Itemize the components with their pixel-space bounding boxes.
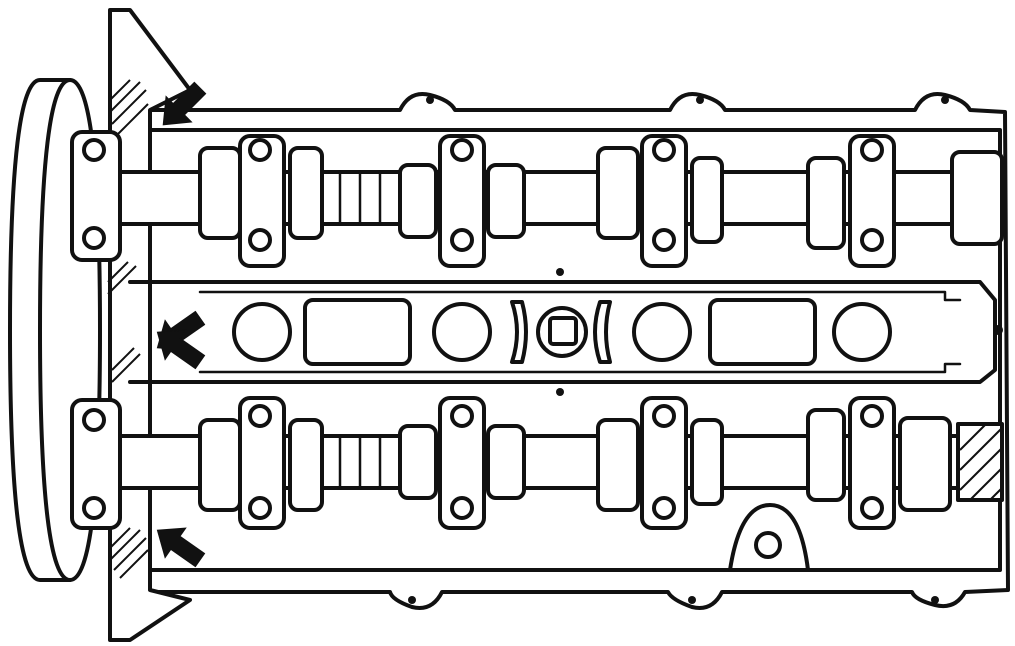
exhaust-bearing-caps (70, 396, 896, 530)
bolt-hole (426, 96, 434, 104)
bolt-hole (408, 596, 416, 604)
intake-bearing-caps (70, 130, 896, 268)
spark-plug-well (432, 302, 492, 362)
sealant-arrows (156, 81, 207, 568)
bolt-hole (688, 596, 696, 604)
gasket-outline (148, 92, 1010, 610)
arrow-center-lower (156, 329, 206, 370)
lower-boss (728, 503, 810, 572)
bolt-hole (941, 96, 949, 104)
arrow-upper-gasket-corner (162, 81, 207, 126)
bolt-hole (556, 268, 564, 276)
spark-plug-well (632, 302, 692, 362)
bolt-hole (696, 96, 704, 104)
bolt-hole (556, 388, 564, 396)
intake-cam-lobes (198, 146, 1004, 250)
exhaust-cam-lobes (198, 408, 952, 512)
sealant-zone-upper (109, 79, 149, 135)
sealant-zone-center (107, 261, 141, 383)
exhaust-camshaft-end-hatched (956, 422, 1004, 502)
arrow-lower-gasket-corner (156, 527, 206, 568)
spark-plug-well (832, 302, 892, 362)
front-seal-ring-inner (38, 78, 72, 582)
sealant-zone-lower (109, 527, 149, 579)
bolt-hole (931, 596, 939, 604)
spark-plug-rail (128, 280, 997, 384)
head-inner-outline (128, 128, 1002, 572)
spark-plug-well (232, 302, 292, 362)
